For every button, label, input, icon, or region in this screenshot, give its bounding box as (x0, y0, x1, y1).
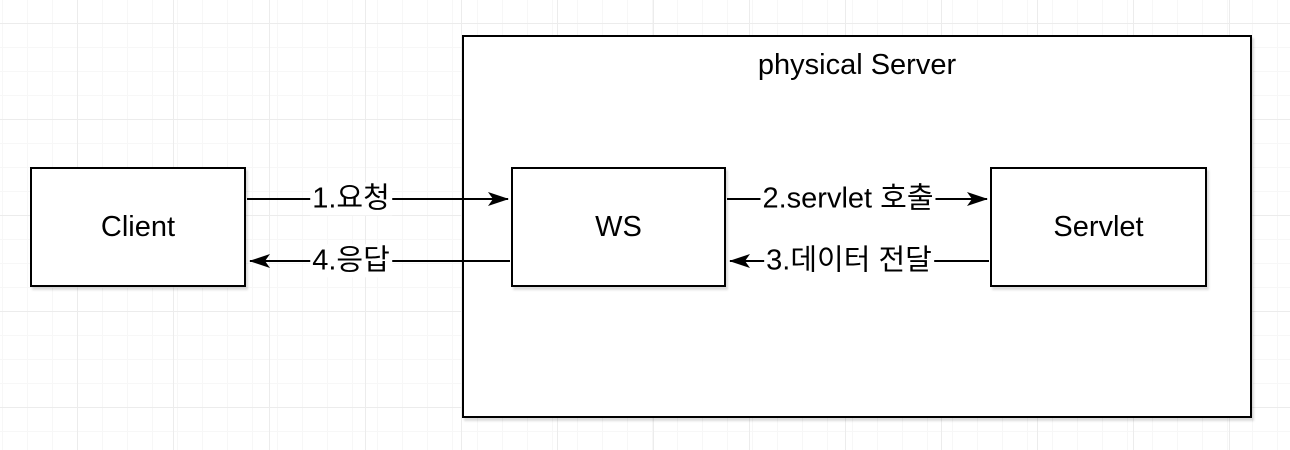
edge-label-response: 4.응답 (310, 244, 392, 278)
client-node: Client (30, 167, 246, 287)
servlet-node-label: Servlet (1053, 210, 1144, 243)
edge-label-data-return: 3.데이터 전달 (764, 244, 934, 278)
servlet-node: Servlet (990, 167, 1207, 287)
physical-server-title: physical Server (757, 49, 957, 81)
edge-label-servlet-call: 2.servlet 호출 (760, 182, 936, 216)
ws-node-label: WS (595, 210, 642, 243)
client-node-label: Client (100, 210, 176, 243)
ws-node: WS (511, 167, 726, 287)
edge-label-request: 1.요청 (310, 182, 392, 216)
